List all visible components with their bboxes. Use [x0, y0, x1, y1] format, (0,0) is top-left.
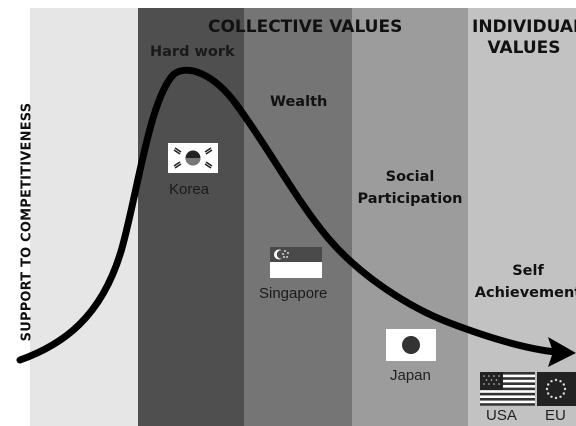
background-band-1 — [30, 8, 138, 426]
y-axis-label: SUPPORT TO COMPETITIVENESS — [19, 102, 35, 342]
individual-values-line2: VALUES — [487, 38, 561, 58]
background-band-2 — [138, 8, 244, 426]
singapore-flag-icon — [270, 247, 322, 278]
curve-arrowhead — [548, 337, 576, 367]
korea-flag-icon — [168, 143, 218, 173]
individual-values-line1: INDIVIDUAL — [472, 17, 576, 37]
country-label-eu: EU — [545, 407, 566, 424]
country-label-usa: USA — [486, 407, 517, 424]
background-band-3 — [244, 8, 352, 426]
stage-label-social-participation: Social Participation — [352, 166, 468, 210]
stage-label-social-line1: Social — [385, 169, 435, 185]
stage-label-self-line1: Self — [512, 263, 544, 279]
country-label-japan: Japan — [390, 367, 431, 384]
stage-label-wealth: Wealth — [270, 94, 328, 110]
stage-label-self-line2: Achievement — [474, 285, 576, 301]
stage-label-hard-work: Hard work — [150, 44, 235, 60]
individual-values-header: INDIVIDUAL VALUES — [472, 17, 576, 59]
usa-flag-icon — [480, 372, 535, 406]
country-label-singapore: Singapore — [259, 285, 328, 302]
eu-flag-icon — [537, 372, 576, 406]
japan-flag-icon — [386, 329, 436, 361]
collective-values-header: COLLECTIVE VALUES — [208, 17, 403, 37]
country-label-korea: Korea — [169, 181, 210, 198]
stage-label-self-achievement: Self Achievement — [470, 260, 576, 304]
stage-label-social-line2: Participation — [357, 191, 463, 207]
competitiveness-curve — [16, 66, 560, 364]
